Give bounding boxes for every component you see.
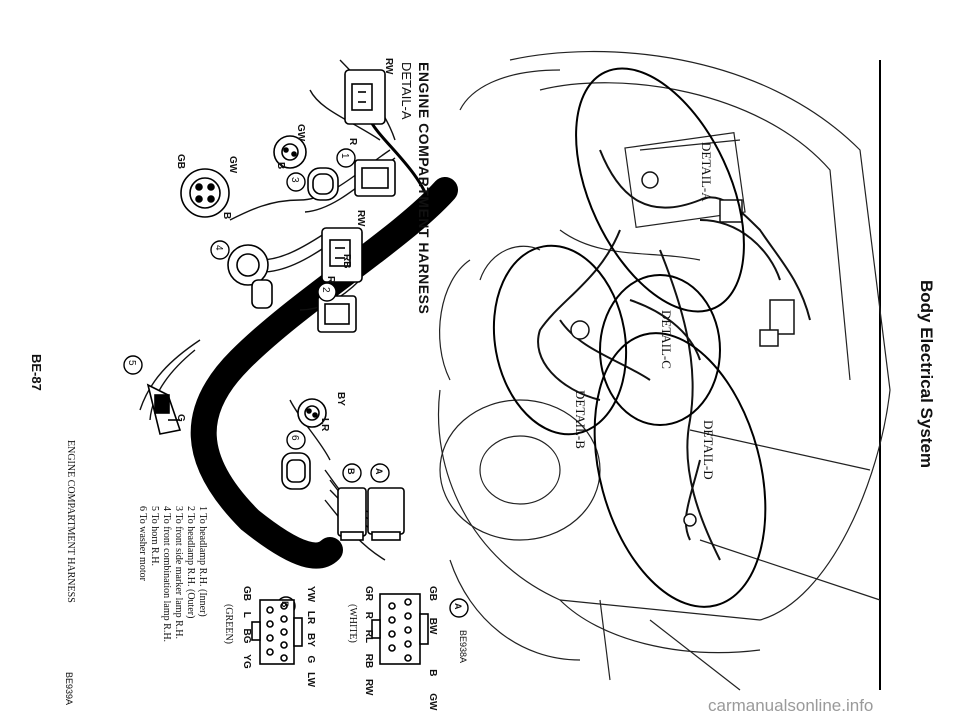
connector-a-color: (WHITE): [347, 604, 358, 643]
wire-label-c1-r: R: [347, 138, 358, 146]
connector-a-pin-label: GR: [363, 586, 374, 601]
wire-label-c2-rw: RW: [355, 210, 366, 227]
detail-label-b-overview: DETAIL-B: [573, 390, 588, 449]
connector-1: [344, 69, 396, 197]
legend: 1 To headlamp R.H. (Inner) 2 To headlamp…: [136, 506, 208, 642]
connector-a-pin-label: B: [427, 669, 438, 677]
wire-label-c3-gw: GW: [295, 124, 306, 142]
connector-b-pin-label: BY: [305, 633, 316, 647]
legend-item: 6 To washer motor: [137, 506, 148, 581]
legend-item: 5 To horn R.H.: [149, 506, 160, 566]
connector-a-pin-label: RW: [363, 678, 374, 696]
connector-b-pin-label: YG: [241, 654, 252, 669]
wire-label-c4-b: B: [221, 212, 232, 220]
wire-label-c6-by: BY: [335, 392, 346, 406]
connector-a-top-labels: GB BW B GW: [427, 586, 438, 710]
connector-b-pin-label: G: [305, 655, 316, 664]
wire-label-c4-gw: GW: [227, 156, 238, 174]
overview-harness: [537, 149, 811, 561]
callout-4: 4: [213, 245, 224, 251]
connector-b-top-labels: YW LR BY G LW: [305, 586, 316, 687]
connector-a-pin-label: R: [363, 611, 374, 620]
connector-5: [146, 383, 182, 435]
legend-item: 4 To front combination lamp R.H.: [161, 506, 172, 643]
car-overview-drawing: [437, 50, 891, 691]
watermark: carmanualsonline.info: [708, 696, 874, 715]
connector-3: [273, 135, 339, 201]
legend-item: 3 To front side marker lamp R.H.: [173, 506, 184, 639]
overview-components: [570, 171, 795, 527]
main-harness-trunk: [190, 177, 458, 569]
wire-label-c3-b: B: [275, 162, 286, 170]
wire-label-c2-r: R: [325, 276, 336, 284]
callout-b-harness: B: [346, 468, 356, 475]
section-title: ENGINE COMPARTMENT HARNESS: [416, 62, 432, 315]
connector-a-pin-label: GW: [427, 693, 438, 711]
figure-code-overview: BE938A: [458, 630, 468, 664]
detail-c-outline: [599, 274, 721, 426]
connector-b-pin-label: LR: [305, 610, 316, 625]
page-title: Body Electrical System: [917, 280, 936, 469]
connector-6: [281, 398, 327, 490]
figure-code-detail: BE939A: [64, 672, 74, 706]
connector-4: [180, 168, 273, 309]
connector-a-bottom-labels: GR R RL RB RW: [363, 586, 374, 695]
figure-caption: ENGINE COMPARTMENT HARNESS: [65, 440, 76, 603]
page-number: BE-87: [29, 354, 44, 391]
connector-b-pin-label: BG: [241, 628, 252, 644]
callout-1: 1: [339, 153, 350, 159]
detail-label-a-overview: DETAIL-A: [699, 142, 714, 202]
connector-b-bottom-labels: GB L BG YG: [241, 586, 252, 669]
callout-a-harness: A: [374, 468, 384, 475]
connector-a-pin-label: GB: [427, 586, 438, 601]
detail-a-outline: [575, 67, 745, 313]
connector-b-pin-label: GB: [241, 586, 252, 601]
connector-b-letter: B: [280, 601, 290, 608]
detail-label-c-overview: DETAIL-C: [659, 310, 674, 369]
connector-a-letter: A: [453, 603, 463, 610]
callout-6: 6: [289, 435, 300, 441]
wire-label-c4-gb: GB: [175, 154, 186, 169]
callout-5: 5: [126, 360, 137, 366]
wire-label-c5-g: G: [175, 414, 186, 422]
connector-a-face: [371, 593, 429, 665]
detail-b-outline: [492, 244, 628, 436]
connector-b-pin-label: YW: [305, 586, 316, 603]
detail-outlines: [492, 67, 767, 608]
detail-title: DETAIL-A: [399, 62, 414, 120]
detail-label-d-overview: DETAIL-D: [701, 420, 716, 480]
wire-label-c2-rb: RB: [341, 254, 352, 269]
connector-b-pin-label: LW: [305, 672, 316, 688]
callout-2: 2: [320, 287, 331, 293]
legend-item: 1 To headlamp R.H. (Inner): [197, 506, 208, 617]
legend-item: 2 To headlamp R.H. (Outer): [185, 506, 196, 619]
wire-label-c1-rw: RW: [383, 58, 394, 75]
connector-b-face: [251, 599, 303, 665]
detail-d-outline: [593, 332, 767, 608]
connector-2: [317, 227, 363, 333]
connector-a-pin-label: RL: [363, 629, 374, 643]
connector-a-b-bodies: [337, 487, 405, 541]
connector-a-pin-label: RB: [363, 653, 374, 669]
callout-circles: [123, 148, 469, 618]
callout-3: 3: [289, 177, 300, 183]
connector-b-color: (GREEN): [223, 604, 234, 644]
harness-branch-top: [368, 119, 432, 206]
wire-label-c6-lr: LR: [319, 418, 330, 432]
connector-b-pin-label: L: [241, 611, 252, 618]
connector-a-pin-label: BW: [427, 617, 438, 635]
